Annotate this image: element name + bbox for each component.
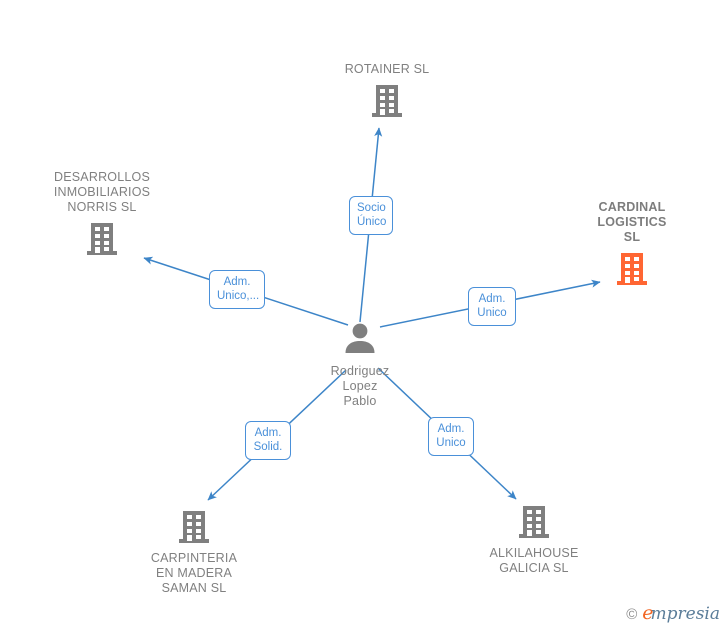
edge-label-adm-unico-norris[interactable]: Adm. Unico,... — [209, 270, 265, 309]
edge-label-adm-unico-alkilahouse[interactable]: Adm. Unico — [428, 417, 474, 456]
edge-label-adm-solid-carpinteria[interactable]: Adm. Solid. — [245, 421, 291, 460]
node-desarrollos-inmobiliarios-norris-sl[interactable]: DESARROLLOS INMOBILIARIOS NORRIS SL — [22, 170, 182, 259]
building-icon — [174, 507, 214, 547]
building-icon — [367, 81, 407, 121]
node-rotainer-sl[interactable]: ROTAINER SL — [307, 62, 467, 121]
node-label-rotainer-sl: ROTAINER SL — [344, 62, 430, 76]
node-label-alkilahouse-galicia-sl: ALKILAHOUSE GALICIA SL — [489, 546, 579, 575]
brand-logo: empresia — [642, 604, 720, 624]
node-label-rodriguez-lopez-pablo: Rodriguez Lopez Pablo — [330, 364, 390, 408]
person-icon — [340, 320, 380, 360]
building-icon — [82, 219, 122, 259]
node-label-desarrollos-inmobiliarios-norris-sl: DESARROLLOS INMOBILIARIOS NORRIS SL — [53, 170, 151, 214]
building-icon-highlighted — [612, 249, 652, 289]
edge-label-socio-unico[interactable]: Socio Único — [349, 196, 393, 235]
node-alkilahouse-galicia-sl[interactable]: ALKILAHOUSE GALICIA SL — [454, 502, 614, 576]
building-icon — [514, 502, 554, 542]
brand-logo-initial: e — [642, 602, 654, 624]
node-label-cardinal-logistics-sl: CARDINAL LOGISTICS SL — [597, 200, 667, 244]
node-label-carpinteria-en-madera-saman-sl: CARPINTERIA EN MADERA SAMAN SL — [150, 551, 238, 595]
node-rodriguez-lopez-pablo[interactable]: Rodriguez Lopez Pablo — [280, 320, 440, 409]
node-carpinteria-en-madera-saman-sl[interactable]: CARPINTERIA EN MADERA SAMAN SL — [114, 507, 274, 596]
copyright-icon: © — [626, 605, 638, 623]
edge-label-adm-unico-cardinal[interactable]: Adm. Unico — [468, 287, 516, 326]
node-cardinal-logistics-sl[interactable]: CARDINAL LOGISTICS SL — [552, 200, 712, 289]
brand-logo-name: mpresia — [650, 604, 721, 624]
empresia-watermark: © empresia — [626, 604, 720, 624]
